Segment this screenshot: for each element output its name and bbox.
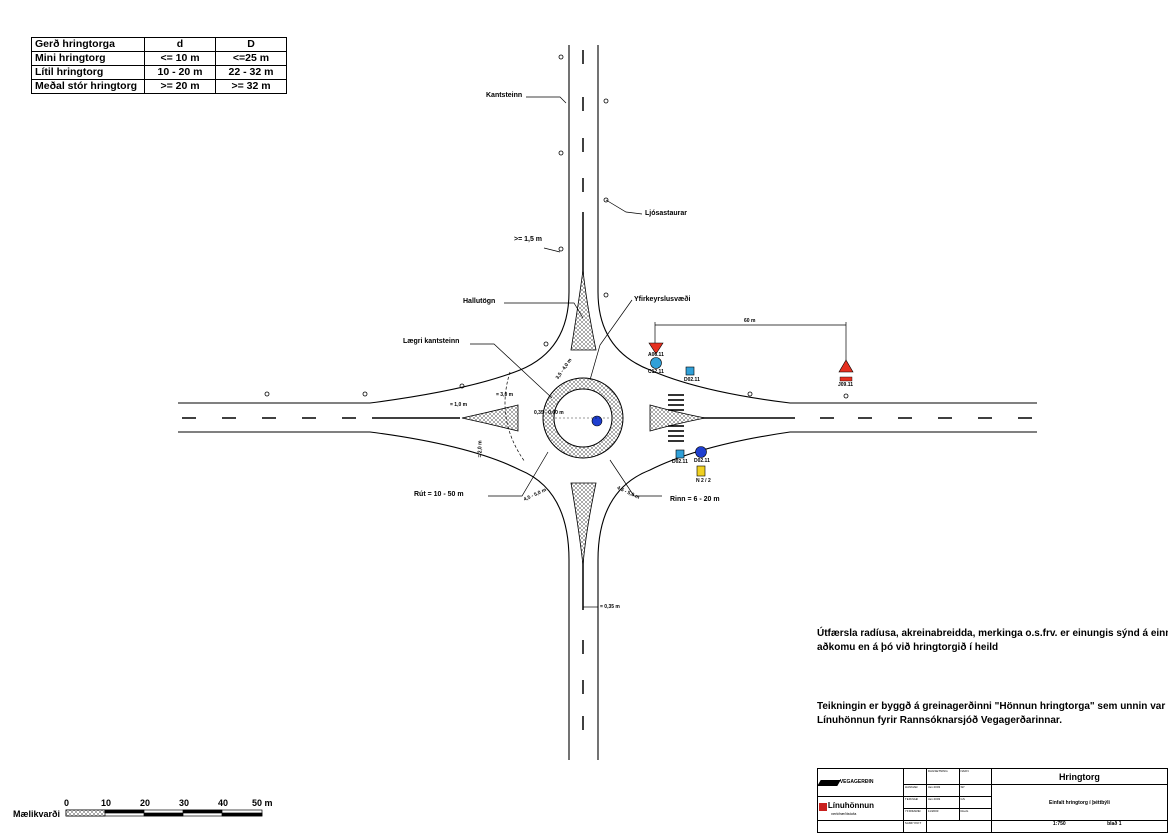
tb-sheet: blað 1 — [1107, 821, 1122, 827]
tb-i1: SP — [958, 784, 992, 797]
label-rut: Rút = 10 - 50 m — [414, 491, 464, 498]
scale-tick: 50 m — [252, 798, 273, 808]
label-apron-width: 0,35 - 0,60 m — [534, 410, 564, 416]
label-yfirkeyrslusvaedi: Yfirkeyrslusvæði — [634, 296, 691, 303]
label-sign-d: D02.11 — [684, 377, 700, 383]
scale-bar — [65, 809, 263, 817]
table-cell: Lítil hringtorg — [31, 65, 145, 80]
label-island-20: = 2,0 m — [477, 440, 484, 458]
org2-sub: verkfræðistofa — [831, 811, 857, 817]
sign-warning — [838, 359, 854, 373]
outer-radius-arc — [504, 371, 526, 463]
table-cell: <=25 m — [215, 51, 287, 66]
tb-cell — [817, 820, 904, 833]
note-design: Útfærsla radíusa, akreinabreidda, merkin… — [817, 628, 1168, 653]
sign-ped-2 — [675, 449, 685, 459]
scale-tick: 40 — [218, 798, 229, 808]
central-island — [542, 377, 624, 459]
label-dist-60: 60 m — [744, 318, 756, 324]
tb-d3: 11/2003 — [925, 808, 960, 821]
label-rinn: Rinn = 6 - 20 m — [670, 496, 720, 503]
tb-cell — [902, 768, 927, 785]
road-edges — [178, 45, 1037, 760]
sign-warning-plate — [839, 376, 853, 382]
scale-tick: 20 — [140, 798, 151, 808]
title-block: VEGAGERÐIN DAGSETNING NAFN Hringtorg HAN… — [817, 768, 1168, 833]
sign-ped-1 — [685, 366, 695, 376]
scale-label: Mælikvarði — [13, 809, 61, 819]
table-header-cell: Gerð hringtorga — [31, 37, 145, 52]
sign-yield — [648, 342, 664, 355]
label-island-30: = 3,0 m — [496, 392, 514, 398]
logo-linuhonnun: Línuhönnun verkfræðistofa — [817, 796, 904, 821]
tb-d1: Jan 2003 — [925, 784, 960, 797]
table-row: Lítil hringtorg 10 - 20 m 22 - 32 m — [31, 65, 287, 80]
table-cell: 10 - 20 m — [144, 65, 216, 80]
scale-tick: 10 — [101, 798, 112, 808]
label-sign-d2: D02.11 — [672, 459, 688, 465]
table-cell: <= 10 m — [144, 51, 216, 66]
tb-i3: RooG — [958, 808, 992, 821]
label-sign-n: N 2 / 2 — [696, 478, 711, 484]
sign-mandatory — [650, 357, 662, 369]
tb-d2: Jan 2003 — [925, 796, 960, 809]
org2-name: Línuhönnun — [827, 800, 875, 810]
table-header-cell: D — [215, 37, 287, 52]
table-cell: Mini hringtorg — [31, 51, 145, 66]
note-source: Teikningin er byggð á greinagerðinni "Hö… — [817, 701, 1168, 726]
light-posts — [264, 54, 849, 399]
label-sign-d3: D02.11 — [694, 458, 710, 464]
table-row: Mini hringtorg <= 10 m <=25 m — [31, 51, 287, 66]
label-sign-a06: A06.11 — [648, 352, 664, 358]
org1-name: VEGAGERÐIN — [839, 779, 874, 786]
tb-row4: SAMÞYKKT — [902, 820, 927, 833]
table-cell: >= 20 m — [144, 79, 216, 94]
linuhonnun-logo-icon — [819, 803, 827, 812]
tb-scale-sheet: 1:750 blað 1 — [990, 820, 1168, 833]
lane-markings — [182, 50, 1032, 730]
vegagerdin-logo-icon — [817, 779, 841, 786]
crosswalk — [668, 394, 684, 442]
tb-row2: TEIKNAÐ — [902, 796, 927, 809]
roundabout-type-table: Gerð hringtorga d D Mini hringtorg <= 10… — [31, 37, 287, 94]
table-header-cell: d — [144, 37, 216, 52]
tb-row3: YFIRFARIÐ — [902, 808, 927, 821]
table-header-row: Gerð hringtorga d D — [31, 37, 287, 52]
tb-cell — [925, 820, 992, 833]
label-ljosastaurar: Ljósastaurar — [645, 210, 688, 217]
tb-row1: HANNAÐ — [902, 784, 927, 797]
scale-tick: 0 — [64, 798, 70, 808]
tb-scale: 1:750 — [1052, 821, 1066, 827]
label-hallutogn: Hallutögn — [463, 298, 496, 305]
label-island-10: = 1,0 m — [450, 402, 468, 408]
label-kantsteinn: Kantsteinn — [486, 92, 523, 99]
table-row: Meðal stór hringtorg >= 20 m >= 32 m — [31, 79, 287, 94]
splitter-islands — [461, 269, 706, 566]
label-laegri-kantsteinn: Lægri kantsteinn — [403, 338, 460, 345]
table-cell: 22 - 32 m — [215, 65, 287, 80]
drawing-subtitle: Einfalt hringtorg í þéttbýli — [990, 784, 1168, 821]
tb-col-init: NAFN — [958, 768, 992, 785]
label-width-15: >= 1,5 m — [514, 236, 543, 243]
sign-blue-circle — [695, 446, 707, 458]
leader-lines — [470, 96, 847, 608]
table-cell: Meðal stór hringtorg — [31, 79, 145, 94]
label-sign-c: C12.11 — [648, 369, 664, 375]
label-width-035: = 0,35 m — [600, 604, 620, 610]
tb-i2: GS — [958, 796, 992, 809]
tb-col-date: DAGSETNING — [925, 768, 960, 785]
sign-yellow — [696, 465, 706, 477]
scale-tick: 30 — [179, 798, 190, 808]
label-sign-j: J09.11 — [838, 382, 854, 388]
table-cell: >= 32 m — [215, 79, 287, 94]
logo-vegagerdin: VEGAGERÐIN — [817, 768, 904, 797]
drawing-title: Hringtorg — [990, 768, 1168, 785]
